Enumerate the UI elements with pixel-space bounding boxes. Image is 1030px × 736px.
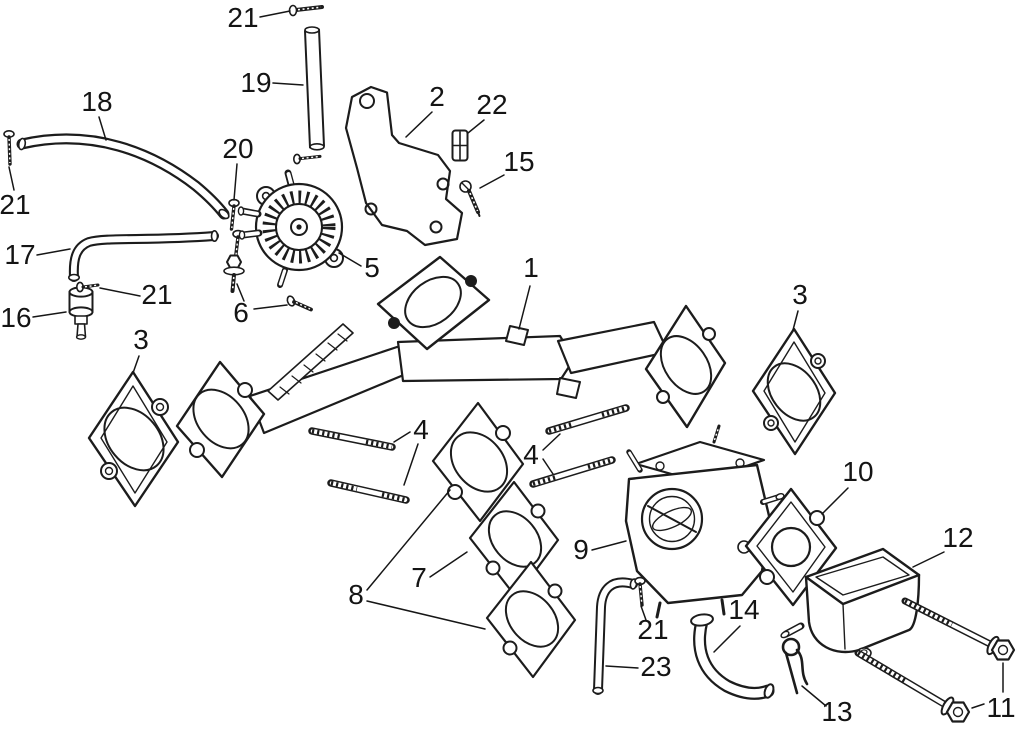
- callout-label-21-left: 21: [0, 189, 31, 220]
- screw-drawing-bottom: [634, 576, 646, 607]
- callout-label-4-upper: 4: [413, 414, 429, 445]
- callout-label-3-left: 3: [133, 324, 149, 355]
- callout-label-3-right: 3: [792, 279, 808, 310]
- screw-drawing-left: [3, 130, 15, 166]
- screw-drawing-15: [459, 180, 481, 217]
- bolts-drawing-11: [854, 597, 1016, 723]
- intake-manifold-drawing-1: [175, 255, 727, 479]
- gasket-drawing-3-right: [751, 327, 837, 456]
- clip-drawing-22: [451, 129, 469, 162]
- callout-label-6: 6: [233, 297, 249, 328]
- callout-label-21-bottom: 21: [637, 614, 668, 645]
- callout-label-4-right: 4: [523, 439, 539, 470]
- bracket-drawing-2: [344, 85, 464, 247]
- gasket-drawing-3-left: [87, 370, 180, 508]
- callout-label-22: 22: [476, 89, 507, 120]
- fuel-valve-drawing-16: [68, 286, 94, 340]
- callout-label-12: 12: [942, 522, 973, 553]
- breather-tube-drawing-19: [304, 26, 325, 151]
- drain-tube-drawing-23: [592, 577, 638, 695]
- carburetor-drawing-9: [624, 424, 785, 619]
- callout-label-23: 23: [640, 651, 671, 682]
- callout-label-14: 14: [728, 594, 759, 625]
- callout-label-9: 9: [573, 534, 589, 565]
- callout-label-13: 13: [821, 696, 852, 727]
- screw-drawing-below-tube: [292, 153, 322, 165]
- callout-label-17: 17: [4, 239, 35, 270]
- callout-label-18: 18: [81, 86, 112, 117]
- studs-drawing-4-right: [529, 404, 630, 488]
- gasket-drawing-8-top: [431, 401, 525, 523]
- fuel-pump-drawing-5: [237, 169, 344, 288]
- callout-label-10: 10: [842, 456, 873, 487]
- callout-label-15: 15: [503, 146, 534, 177]
- screw-drawing-6b: [286, 295, 313, 312]
- flange-bolt-drawing-6: [223, 254, 245, 293]
- fuel-hose-drawing-17: [68, 230, 219, 282]
- gasket-drawing-8-bottom: [485, 560, 577, 679]
- callout-label-5: 5: [364, 252, 380, 283]
- fuel-hose-drawing-18: [16, 133, 230, 220]
- leader-lines: [8, 10, 1004, 709]
- callout-label-21-top: 21: [227, 2, 258, 33]
- callout-labels: 21 19 2 22 15 18 20 21 17 5 16 21 6 1 3 …: [0, 2, 1016, 727]
- studs-drawing-4-upper: [308, 427, 410, 504]
- callout-label-11: 11: [986, 692, 1015, 723]
- retainer-clip-drawing-13: [781, 637, 809, 695]
- callout-label-20: 20: [222, 133, 253, 164]
- screw-drawing-mid-left: [76, 281, 100, 293]
- callout-label-2: 2: [429, 81, 445, 112]
- callout-label-1: 1: [523, 252, 539, 283]
- elbow-pipe-drawing-14: [690, 613, 775, 700]
- callout-label-19: 19: [240, 67, 271, 98]
- callout-label-16: 16: [0, 302, 31, 333]
- callout-label-21-mid: 21: [141, 279, 172, 310]
- callout-label-7: 7: [411, 562, 427, 593]
- screw-drawing-top: [288, 4, 324, 17]
- callout-label-8: 8: [348, 579, 364, 610]
